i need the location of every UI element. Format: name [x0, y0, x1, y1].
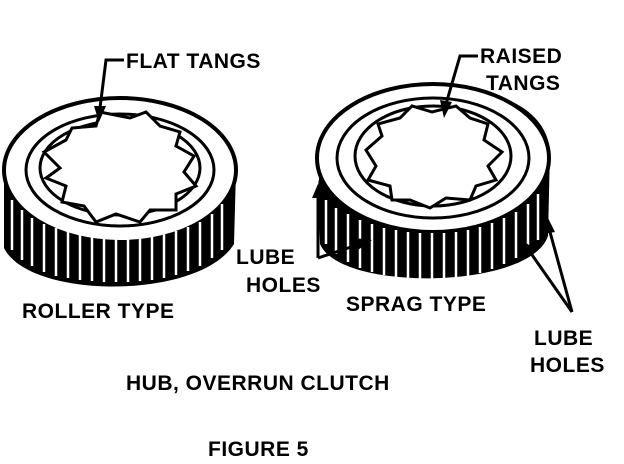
sprag-hub-teeth — [324, 194, 540, 279]
lube-holes-left-leader-b — [317, 242, 361, 260]
roller-type-label: ROLLER TYPE — [22, 300, 175, 323]
flat-tangs-label: FLAT TANGS — [126, 50, 261, 73]
figure-caption: HUB, OVERRUN CLUTCH — [126, 372, 390, 395]
lube-holes-left-label-line2: HOLES — [246, 274, 321, 297]
lube-holes-left-arrowhead-b — [354, 238, 372, 250]
flat-tangs-arrowhead — [94, 106, 106, 122]
roller-hub-teeth — [10, 200, 224, 282]
lube-holes-left-label-line1: LUBE — [236, 246, 295, 269]
leader-lines — [94, 54, 574, 313]
lube-holes-right-leader-a — [528, 251, 574, 313]
lube-holes-right-arrowhead-b — [543, 218, 555, 234]
lube-holes-right-label-line1: LUBE — [534, 327, 593, 350]
sprag-hub-bore — [364, 104, 505, 210]
sprag-type-hub — [315, 82, 551, 279]
sprag-type-label: SPRAG TYPE — [346, 293, 486, 316]
raised-tangs-label-line2: TANGS — [486, 72, 560, 95]
raised-tangs-label-line1: RAISED — [480, 45, 562, 68]
lube-holes-right-leader-b — [548, 231, 574, 313]
flat-tangs-leader — [98, 58, 124, 109]
raised-tangs-arrowhead — [440, 100, 452, 118]
raised-tangs-leader — [444, 54, 478, 105]
figure-number: FIGURE 5 — [208, 438, 309, 461]
roller-hub-bore — [41, 110, 199, 224]
lube-holes-left-arrowhead-a — [312, 184, 324, 198]
lube-holes-right-arrowhead-a — [522, 240, 536, 258]
lube-holes-right-label-line2: HOLES — [530, 354, 605, 377]
roller-type-hub — [2, 96, 238, 287]
